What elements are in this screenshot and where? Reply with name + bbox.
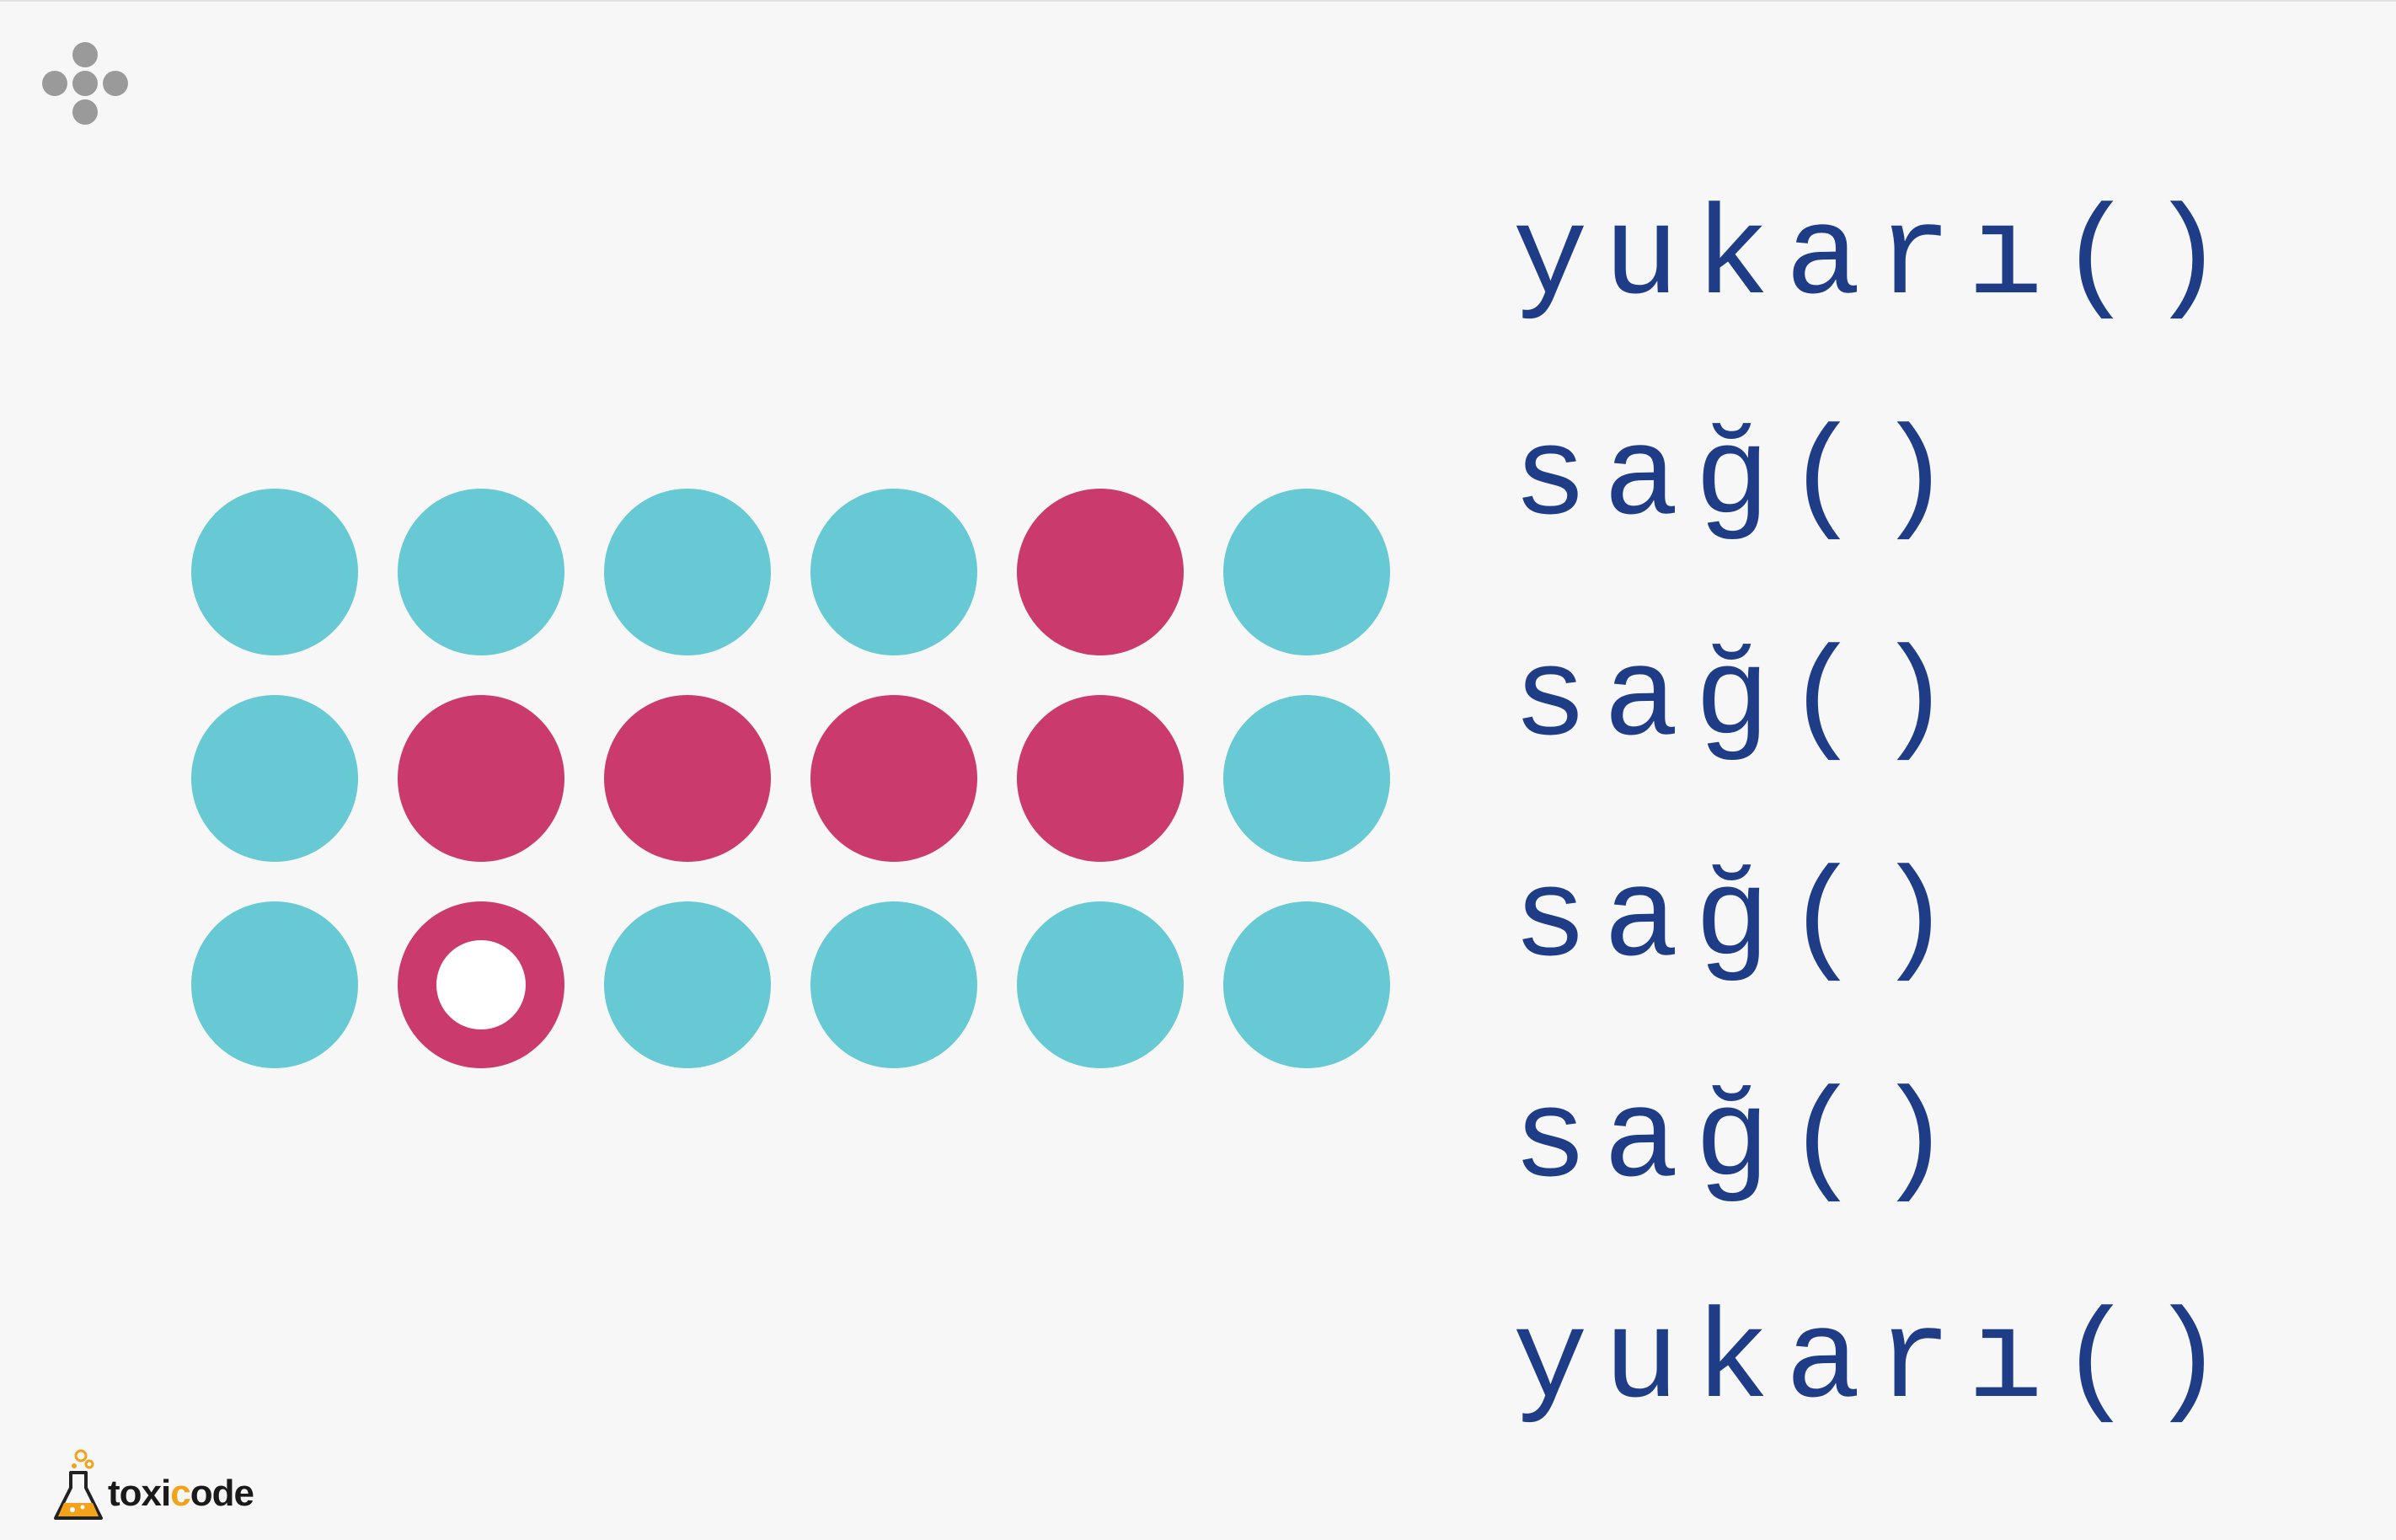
empty-cell xyxy=(604,901,771,1068)
player-marker xyxy=(436,940,526,1029)
empty-cell xyxy=(1223,695,1390,862)
command-item[interactable]: sağ() xyxy=(1512,409,1968,552)
empty-cell xyxy=(191,695,358,862)
empty-cell xyxy=(810,489,977,655)
command-item[interactable]: yukarı() xyxy=(1512,188,2241,331)
flask-icon xyxy=(52,1447,104,1523)
empty-cell xyxy=(604,489,771,655)
path-cell xyxy=(1017,489,1184,655)
command-item[interactable]: yukarı() xyxy=(1512,1291,2241,1435)
empty-cell xyxy=(1223,489,1390,655)
logo-text: toxicode xyxy=(108,1473,254,1514)
toxicode-logo: toxicode xyxy=(52,1447,254,1523)
command-item[interactable]: sağ() xyxy=(1512,629,1968,773)
path-cell xyxy=(810,695,977,862)
path-cell xyxy=(604,695,771,862)
empty-cell xyxy=(191,901,358,1068)
command-item[interactable]: sağ() xyxy=(1512,1071,1968,1214)
empty-cell xyxy=(1017,901,1184,1068)
dpad-menu-icon[interactable] xyxy=(39,40,131,133)
empty-cell xyxy=(191,489,358,655)
path-cell xyxy=(398,695,564,862)
player-cell xyxy=(398,901,564,1068)
path-cell xyxy=(1017,695,1184,862)
empty-cell xyxy=(810,901,977,1068)
game-board xyxy=(0,2,1432,1181)
empty-cell xyxy=(398,489,564,655)
command-item[interactable]: sağ() xyxy=(1512,850,1968,993)
command-list: yukarı() sağ() sağ() sağ() sağ() yukarı(… xyxy=(1512,149,2240,1473)
empty-cell xyxy=(1223,901,1390,1068)
